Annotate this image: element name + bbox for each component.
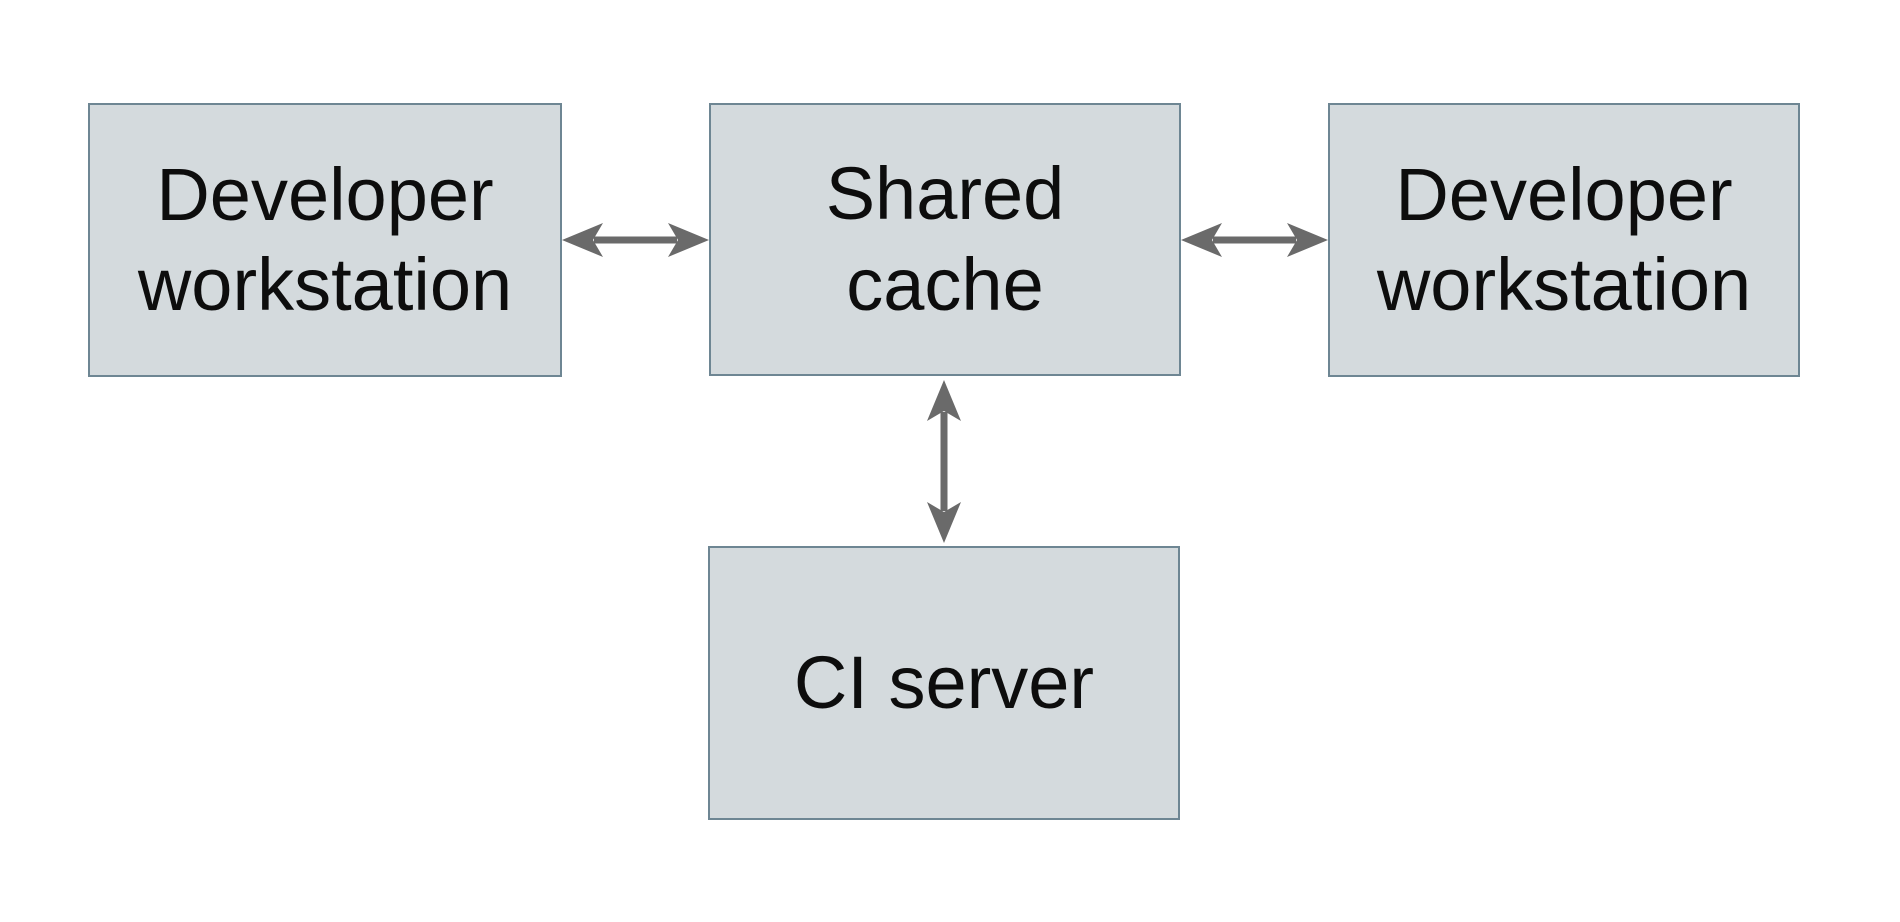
bidirectional-arrow-cache-to-ci-icon (927, 380, 961, 543)
node-label-developer-workstation-left: Developer workstation (137, 152, 513, 326)
node-label-ci-server: CI server (793, 640, 1095, 724)
node-label-shared-cache: Shared cache (825, 152, 1065, 326)
node-developer-workstation-left: Developer workstation (88, 103, 562, 377)
node-ci-server: CI server (708, 546, 1180, 820)
bidirectional-arrow-cache-to-right-icon (1181, 223, 1328, 257)
node-developer-workstation-right: Developer workstation (1328, 103, 1800, 377)
node-shared-cache: Shared cache (709, 103, 1181, 376)
bidirectional-arrow-left-to-cache-icon (562, 223, 709, 257)
node-label-developer-workstation-right: Developer workstation (1376, 152, 1752, 326)
